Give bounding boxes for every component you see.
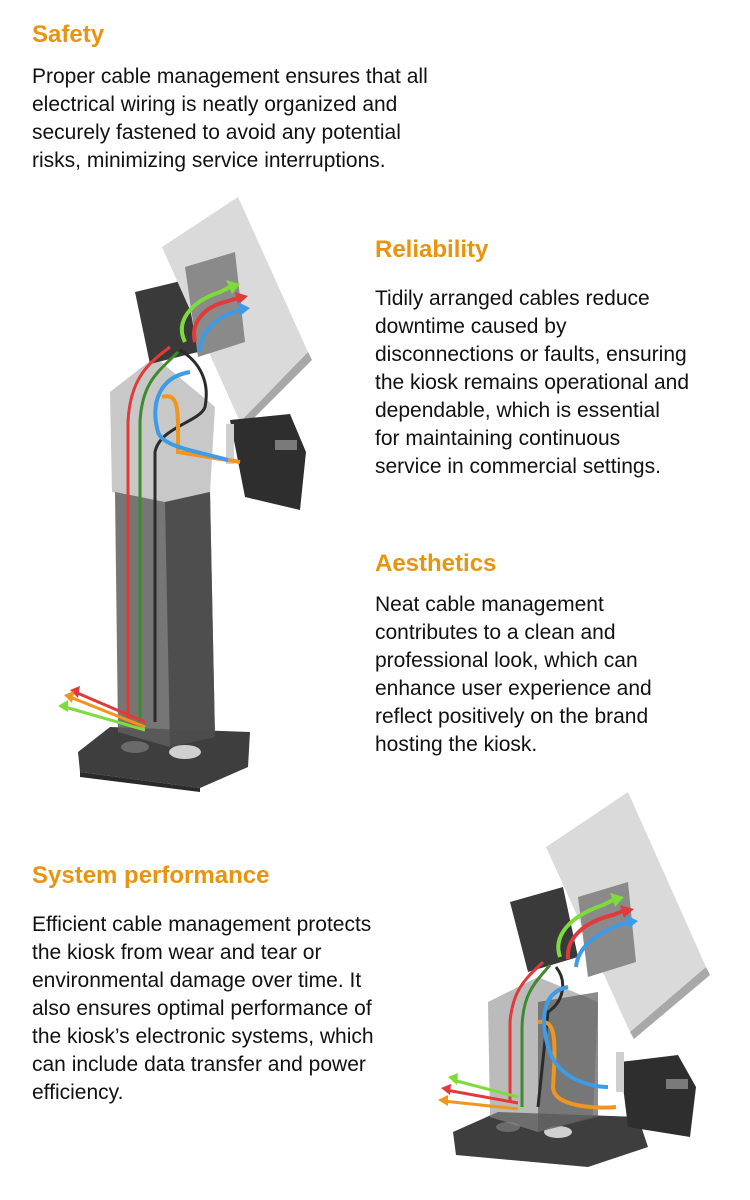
safety-line: Proper cable management ensures that all (32, 65, 428, 88)
kiosk-cable-diagram-icon (438, 792, 710, 1167)
reliability-line: the kiosk remains operational and (375, 371, 690, 394)
aesthetics-line: professional look, which can (375, 649, 638, 672)
safety-line: securely fastened to avoid any potential (32, 121, 401, 144)
performance-line: environmental damage over time. It (32, 969, 362, 992)
reliability-line: disconnections or faults, ensuring (375, 343, 687, 366)
safety-text: Proper cable management ensures that all… (32, 63, 428, 175)
aesthetics-line: Neat cable management (375, 593, 604, 616)
performance-line: the kiosk from wear and tear or (32, 941, 322, 964)
aesthetics-line: hosting the kiosk. (375, 733, 538, 756)
reliability-line: dependable, which is essential (375, 399, 660, 422)
safety-line: electrical wiring is neatly organized an… (32, 93, 398, 116)
safety-line: risks, minimizing service interruptions. (32, 149, 386, 172)
reliability-line: Tidily arranged cables reduce (375, 287, 650, 310)
aesthetics-line: enhance user experience and (375, 677, 652, 700)
kiosk-cable-diagram-icon (58, 197, 312, 792)
performance-heading: System performance (32, 862, 270, 889)
performance-line: Efficient cable management protects (32, 913, 372, 936)
reliability-heading: Reliability (375, 236, 489, 263)
aesthetics-text: Neat cable management contributes to a c… (375, 591, 652, 759)
aesthetics-line: contributes to a clean and (375, 621, 616, 644)
performance-text: Efficient cable management protects the … (32, 911, 374, 1107)
reliability-line: for maintaining continuous (375, 427, 621, 450)
reliability-text: Tidily arranged cables reduce downtime c… (375, 285, 689, 481)
performance-line: efficiency. (32, 1081, 124, 1104)
performance-line: also ensures optimal performance of (32, 997, 372, 1020)
reliability-line: service in commercial settings. (375, 455, 661, 478)
aesthetics-heading: Aesthetics (375, 550, 497, 577)
kiosk-cable-illustration (438, 787, 728, 1172)
aesthetics-line: reflect positively on the brand (375, 705, 649, 728)
performance-line: the kiosk’s electronic systems, which (32, 1025, 374, 1048)
safety-heading: Safety (32, 21, 105, 48)
reliability-line: downtime caused by (375, 315, 567, 338)
kiosk-cable-illustration (50, 192, 360, 792)
performance-line: can include data transfer and power (32, 1053, 366, 1076)
